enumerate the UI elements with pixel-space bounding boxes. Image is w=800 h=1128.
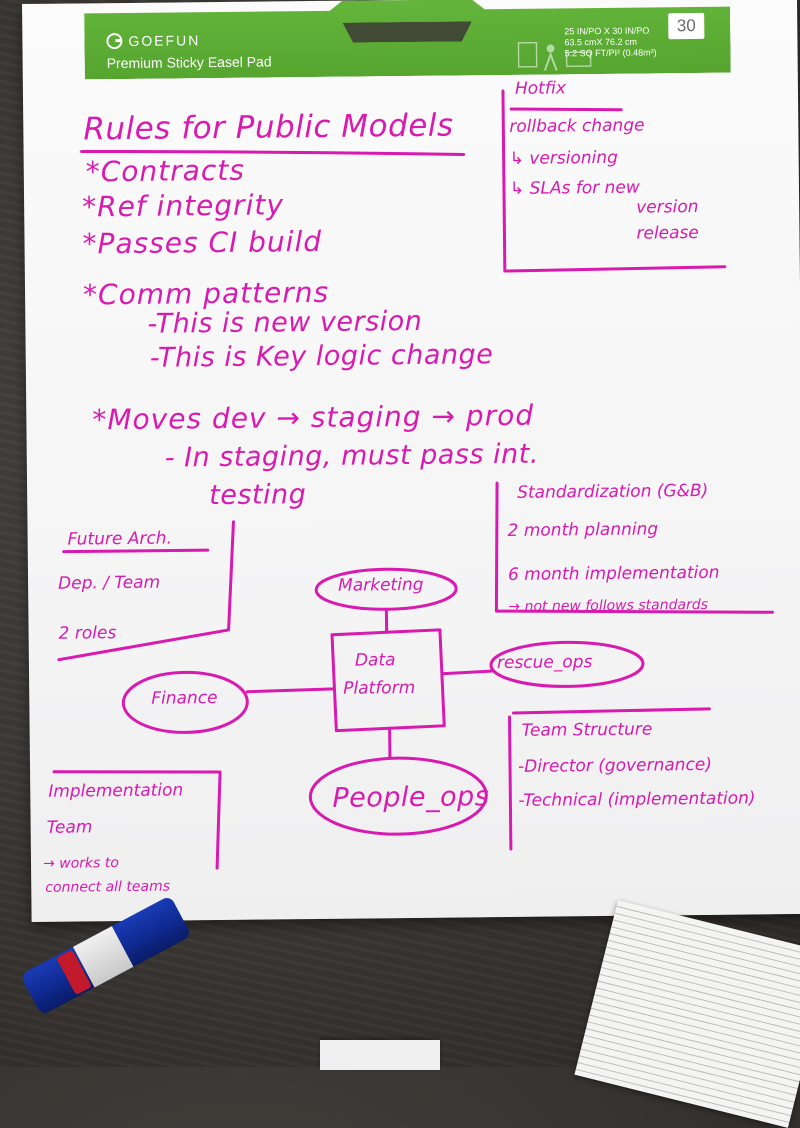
easel-pad-sheet: GOEFUN Premium Sticky Easel Pad 25 IN/PO… — [22, 0, 800, 922]
impl-team-box — [54, 770, 221, 870]
hotfix-box — [503, 89, 725, 271]
data-platform-box — [332, 630, 444, 731]
paper-stack — [320, 1040, 440, 1070]
edge-platform-rescue — [442, 671, 491, 674]
team-structure-box — [509, 709, 710, 849]
edge-finance-platform — [247, 689, 334, 692]
marker-drawings — [22, 0, 800, 922]
future-arch-box — [57, 522, 234, 660]
rescue-ops-ellipse — [491, 642, 643, 688]
finance-ellipse — [123, 672, 248, 733]
rules-title-underline — [82, 147, 464, 158]
standardization-box — [495, 480, 772, 615]
marketing-ellipse — [316, 569, 456, 610]
people-ops-ellipse — [310, 757, 487, 835]
